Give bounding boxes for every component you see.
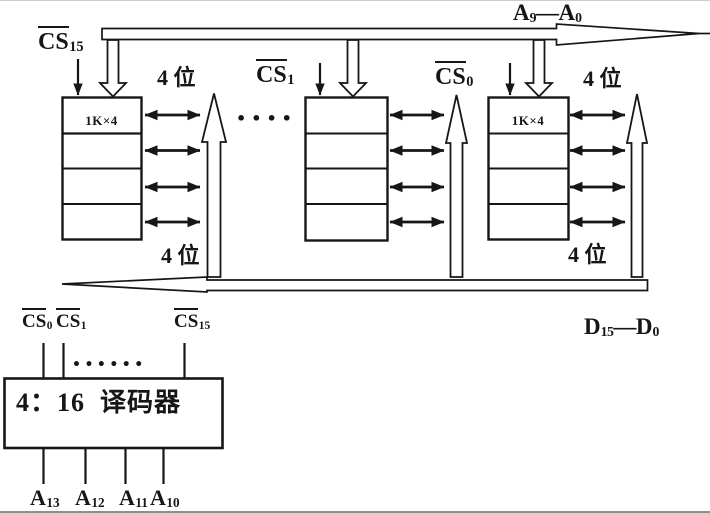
data-bus-lo: D bbox=[635, 314, 653, 339]
memory-chip-3 bbox=[487, 96, 570, 241]
scan-edge-bottom bbox=[0, 511, 710, 513]
decoder-input-a12-label: A12 bbox=[75, 485, 105, 511]
a12-base: A bbox=[75, 485, 91, 510]
bit-width-label-top-right: 4 位 bbox=[583, 66, 622, 91]
address-bus-lo-sub: 0 bbox=[575, 10, 582, 26]
decoder-output-cs1-sub: 1 bbox=[80, 319, 87, 332]
bidir-arrows-chip-1 bbox=[144, 109, 201, 228]
a10-sub: 10 bbox=[166, 495, 180, 511]
a12-sub: 12 bbox=[91, 495, 105, 511]
decoder-input-a11-label: A11 bbox=[119, 485, 148, 511]
data-bus-lo-sub: 0 bbox=[652, 324, 660, 340]
cs1-base: CS bbox=[256, 59, 287, 87]
decoder-output-cs15-base: CS bbox=[174, 308, 199, 331]
decoder-output-cs15-label: CS15 bbox=[174, 308, 210, 331]
decoder-output-cs1-label: CS1 bbox=[56, 308, 87, 331]
decoder-output-cs1-base: CS bbox=[56, 308, 81, 331]
decoder-ellipsis: •••••• bbox=[72, 357, 147, 373]
decoder-output-cs15-sub: 15 bbox=[198, 319, 211, 332]
bidir-arrows-chip-3 bbox=[569, 109, 626, 228]
data-bus bbox=[61, 276, 649, 293]
address-bus-hi: A bbox=[513, 0, 530, 25]
chip-3-size-label: 1K×4 bbox=[511, 113, 545, 128]
decoder bbox=[3, 343, 224, 484]
address-bus-lo: A bbox=[558, 0, 576, 25]
decoder-title: 4：16 译码器 bbox=[16, 388, 182, 417]
bidir-arrows-chip-2 bbox=[389, 109, 445, 228]
address-bus-arrow bbox=[101, 23, 700, 46]
address-bus-hi-sub: 9 bbox=[529, 10, 537, 26]
bit-width-label-top-left: 4 位 bbox=[157, 65, 196, 90]
address-down-arrow-1 bbox=[97, 39, 129, 98]
chips-ellipsis: •••• bbox=[236, 109, 297, 128]
cs0-subscript: 0 bbox=[466, 74, 474, 91]
cs0-label: CS0 bbox=[435, 61, 473, 89]
a13-sub: 13 bbox=[46, 495, 60, 511]
chip-select-arrows bbox=[73, 59, 515, 96]
chip-1-size-label: 1K×4 bbox=[85, 113, 118, 128]
decoder-input-a10-label: A10 bbox=[150, 485, 180, 511]
address-bus-dash: — bbox=[536, 0, 559, 25]
a10-base: A bbox=[150, 485, 166, 510]
a11-sub: 11 bbox=[135, 495, 148, 511]
a11-base: A bbox=[119, 485, 135, 510]
data-bus-hi-sub: 15 bbox=[600, 324, 614, 340]
memory-chip-2 bbox=[304, 96, 389, 242]
cs0-base: CS bbox=[435, 61, 466, 89]
cs1-label: CS1 bbox=[256, 59, 294, 87]
bit-width-label-bottom-left: 4 位 bbox=[161, 243, 200, 268]
data-bus-dash: — bbox=[613, 314, 636, 339]
decoder-output-cs0-base: CS bbox=[22, 308, 47, 331]
memory-chip-1 bbox=[61, 96, 143, 241]
data-up-arrow-3 bbox=[625, 93, 649, 278]
data-bus-arrow bbox=[61, 276, 649, 293]
decoder-box bbox=[3, 377, 224, 450]
cs15-base: CS bbox=[38, 26, 69, 54]
decoder-output-cs0-sub: 0 bbox=[46, 319, 53, 332]
address-down-arrows bbox=[97, 39, 555, 98]
address-down-arrow-2 bbox=[337, 39, 369, 98]
decoder-input-a13-label: A13 bbox=[30, 485, 60, 511]
data-bus-hi: D bbox=[584, 314, 601, 339]
data-up-arrow-1 bbox=[200, 93, 228, 278]
cs15-subscript: 15 bbox=[69, 39, 84, 56]
data-up-arrows bbox=[200, 93, 649, 278]
address-bus-label: A9—A0 bbox=[513, 0, 582, 26]
scan-edge-top bbox=[0, 0, 710, 1]
a13-base: A bbox=[30, 485, 46, 510]
bit-width-label-bottom-right: 4 位 bbox=[568, 242, 607, 267]
data-bus-label: D15—D0 bbox=[584, 314, 660, 340]
data-up-arrow-2 bbox=[444, 94, 469, 278]
decoder-output-cs0-label: CS0 bbox=[22, 308, 53, 331]
cs15-label: CS15 bbox=[38, 26, 84, 54]
cs1-subscript: 1 bbox=[287, 72, 295, 89]
address-bus bbox=[101, 23, 710, 46]
address-down-arrow-3 bbox=[523, 39, 555, 98]
